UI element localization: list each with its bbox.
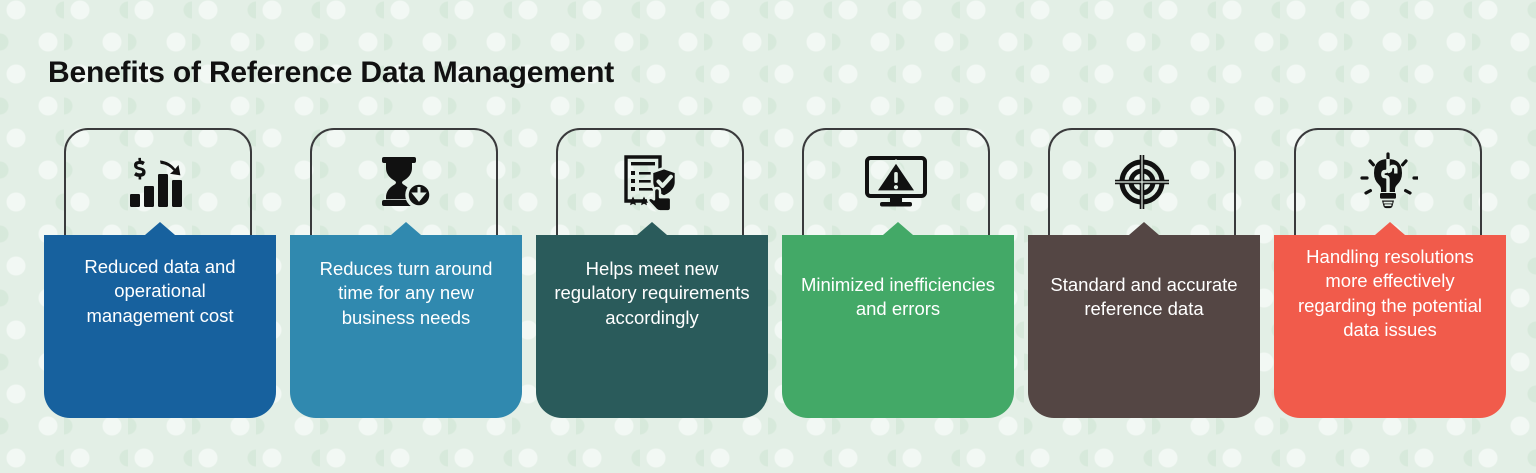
benefits-card-row: Reduced data and operational management … [44, 128, 1506, 438]
card-text: Standard and accurate reference data [1050, 274, 1238, 320]
card-text: Helps meet new regulatory requirements a… [554, 258, 750, 328]
page-title: Benefits of Reference Data Management [48, 56, 615, 90]
benefit-card[interactable]: Minimized inefficiencies and errors [782, 128, 1014, 438]
panel-notch [1129, 222, 1159, 235]
card-panel: Reduced data and operational management … [44, 222, 276, 418]
benefit-card[interactable]: Handling resolutions more effectively re… [1274, 128, 1506, 438]
benefit-card[interactable]: Helps meet new regulatory requirements a… [536, 128, 768, 438]
card-panel: Handling resolutions more effectively re… [1274, 222, 1506, 418]
bar-chart-dollar-down-arrow-icon [64, 128, 252, 235]
panel-notch [145, 222, 175, 235]
card-panel: Helps meet new regulatory requirements a… [536, 222, 768, 418]
card-text: Reduces turn around time for any new bus… [319, 258, 493, 328]
panel-notch [883, 222, 913, 235]
card-text: Handling resolutions more effectively re… [1297, 246, 1483, 341]
card-panel: Reduces turn around time for any new bus… [290, 222, 522, 418]
panel-notch [391, 222, 421, 235]
benefit-card[interactable]: Reduced data and operational management … [44, 128, 276, 438]
panel-notch [637, 222, 667, 235]
card-text: Reduced data and operational management … [84, 256, 236, 326]
target-crosshair-icon [1048, 128, 1236, 235]
card-text: Minimized inefficiencies and errors [801, 274, 995, 320]
checklist-shield-hand-icon [556, 128, 744, 235]
card-panel: Minimized inefficiencies and errors [782, 222, 1014, 418]
benefit-card[interactable]: Reduces turn around time for any new bus… [290, 128, 522, 438]
card-panel: Standard and accurate reference data [1028, 222, 1260, 418]
puzzle-lightbulb-icon [1294, 128, 1482, 235]
panel-notch [1375, 222, 1405, 235]
benefit-card[interactable]: Standard and accurate reference data [1028, 128, 1260, 438]
hourglass-down-arrow-icon [310, 128, 498, 235]
monitor-warning-icon [802, 128, 990, 235]
